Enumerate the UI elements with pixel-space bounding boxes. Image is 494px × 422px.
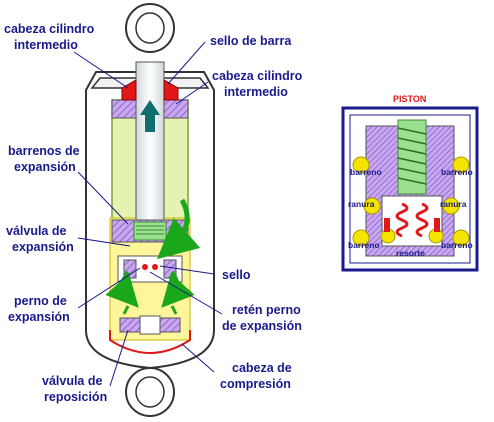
piston-label-barreno-bl: barreno (348, 240, 380, 250)
label-cabeza-cilindro-right: cabeza cilindro intermedio (212, 69, 306, 99)
cylinder-head-left (111, 99, 137, 119)
top-mount-eye (125, 3, 175, 53)
piston-label-barreno-tr: barreno (441, 167, 473, 177)
label-sello-barra: sello de barra (210, 34, 292, 48)
piston-inset: PISTON barreno barreno (341, 94, 479, 272)
piston-spring (395, 202, 429, 238)
piston-label-barreno-br: barreno (441, 240, 473, 250)
flow-arrows (105, 198, 201, 308)
piston-label-barreno-tl: barreno (350, 167, 382, 177)
compression-outline (109, 330, 191, 354)
piston-title: PISTON (393, 94, 426, 104)
piston-ports (352, 156, 470, 247)
label-cabeza-cilindro-top: cabeza cilindro intermedio (4, 22, 98, 52)
shock-absorber (85, 3, 215, 417)
label-valvula-reposicion: válvula de reposición (42, 374, 107, 404)
piston-label-ranura-l: ranura (348, 199, 375, 209)
rod-up-arrow (140, 100, 160, 132)
label-valvula-expansion: válvula de expansión (6, 224, 74, 254)
leader-lines (73, 41, 223, 387)
label-cabeza-compresion: cabeza de compresión (220, 361, 295, 391)
label-reten-perno: retén perno de expansión (222, 303, 304, 333)
label-barrenos-expansion: barrenos de expansión (8, 144, 83, 174)
piston-label-ranura-r: ranura (440, 199, 467, 209)
piston-label-resorte: resorte (396, 248, 425, 258)
label-sello: sello (222, 268, 251, 282)
label-perno-expansion: perno de expansión (8, 294, 70, 324)
compression-valve (119, 305, 181, 335)
bottom-mount-eye (125, 367, 175, 417)
cylinder-head-right (163, 99, 189, 119)
piston-rod (135, 61, 165, 223)
